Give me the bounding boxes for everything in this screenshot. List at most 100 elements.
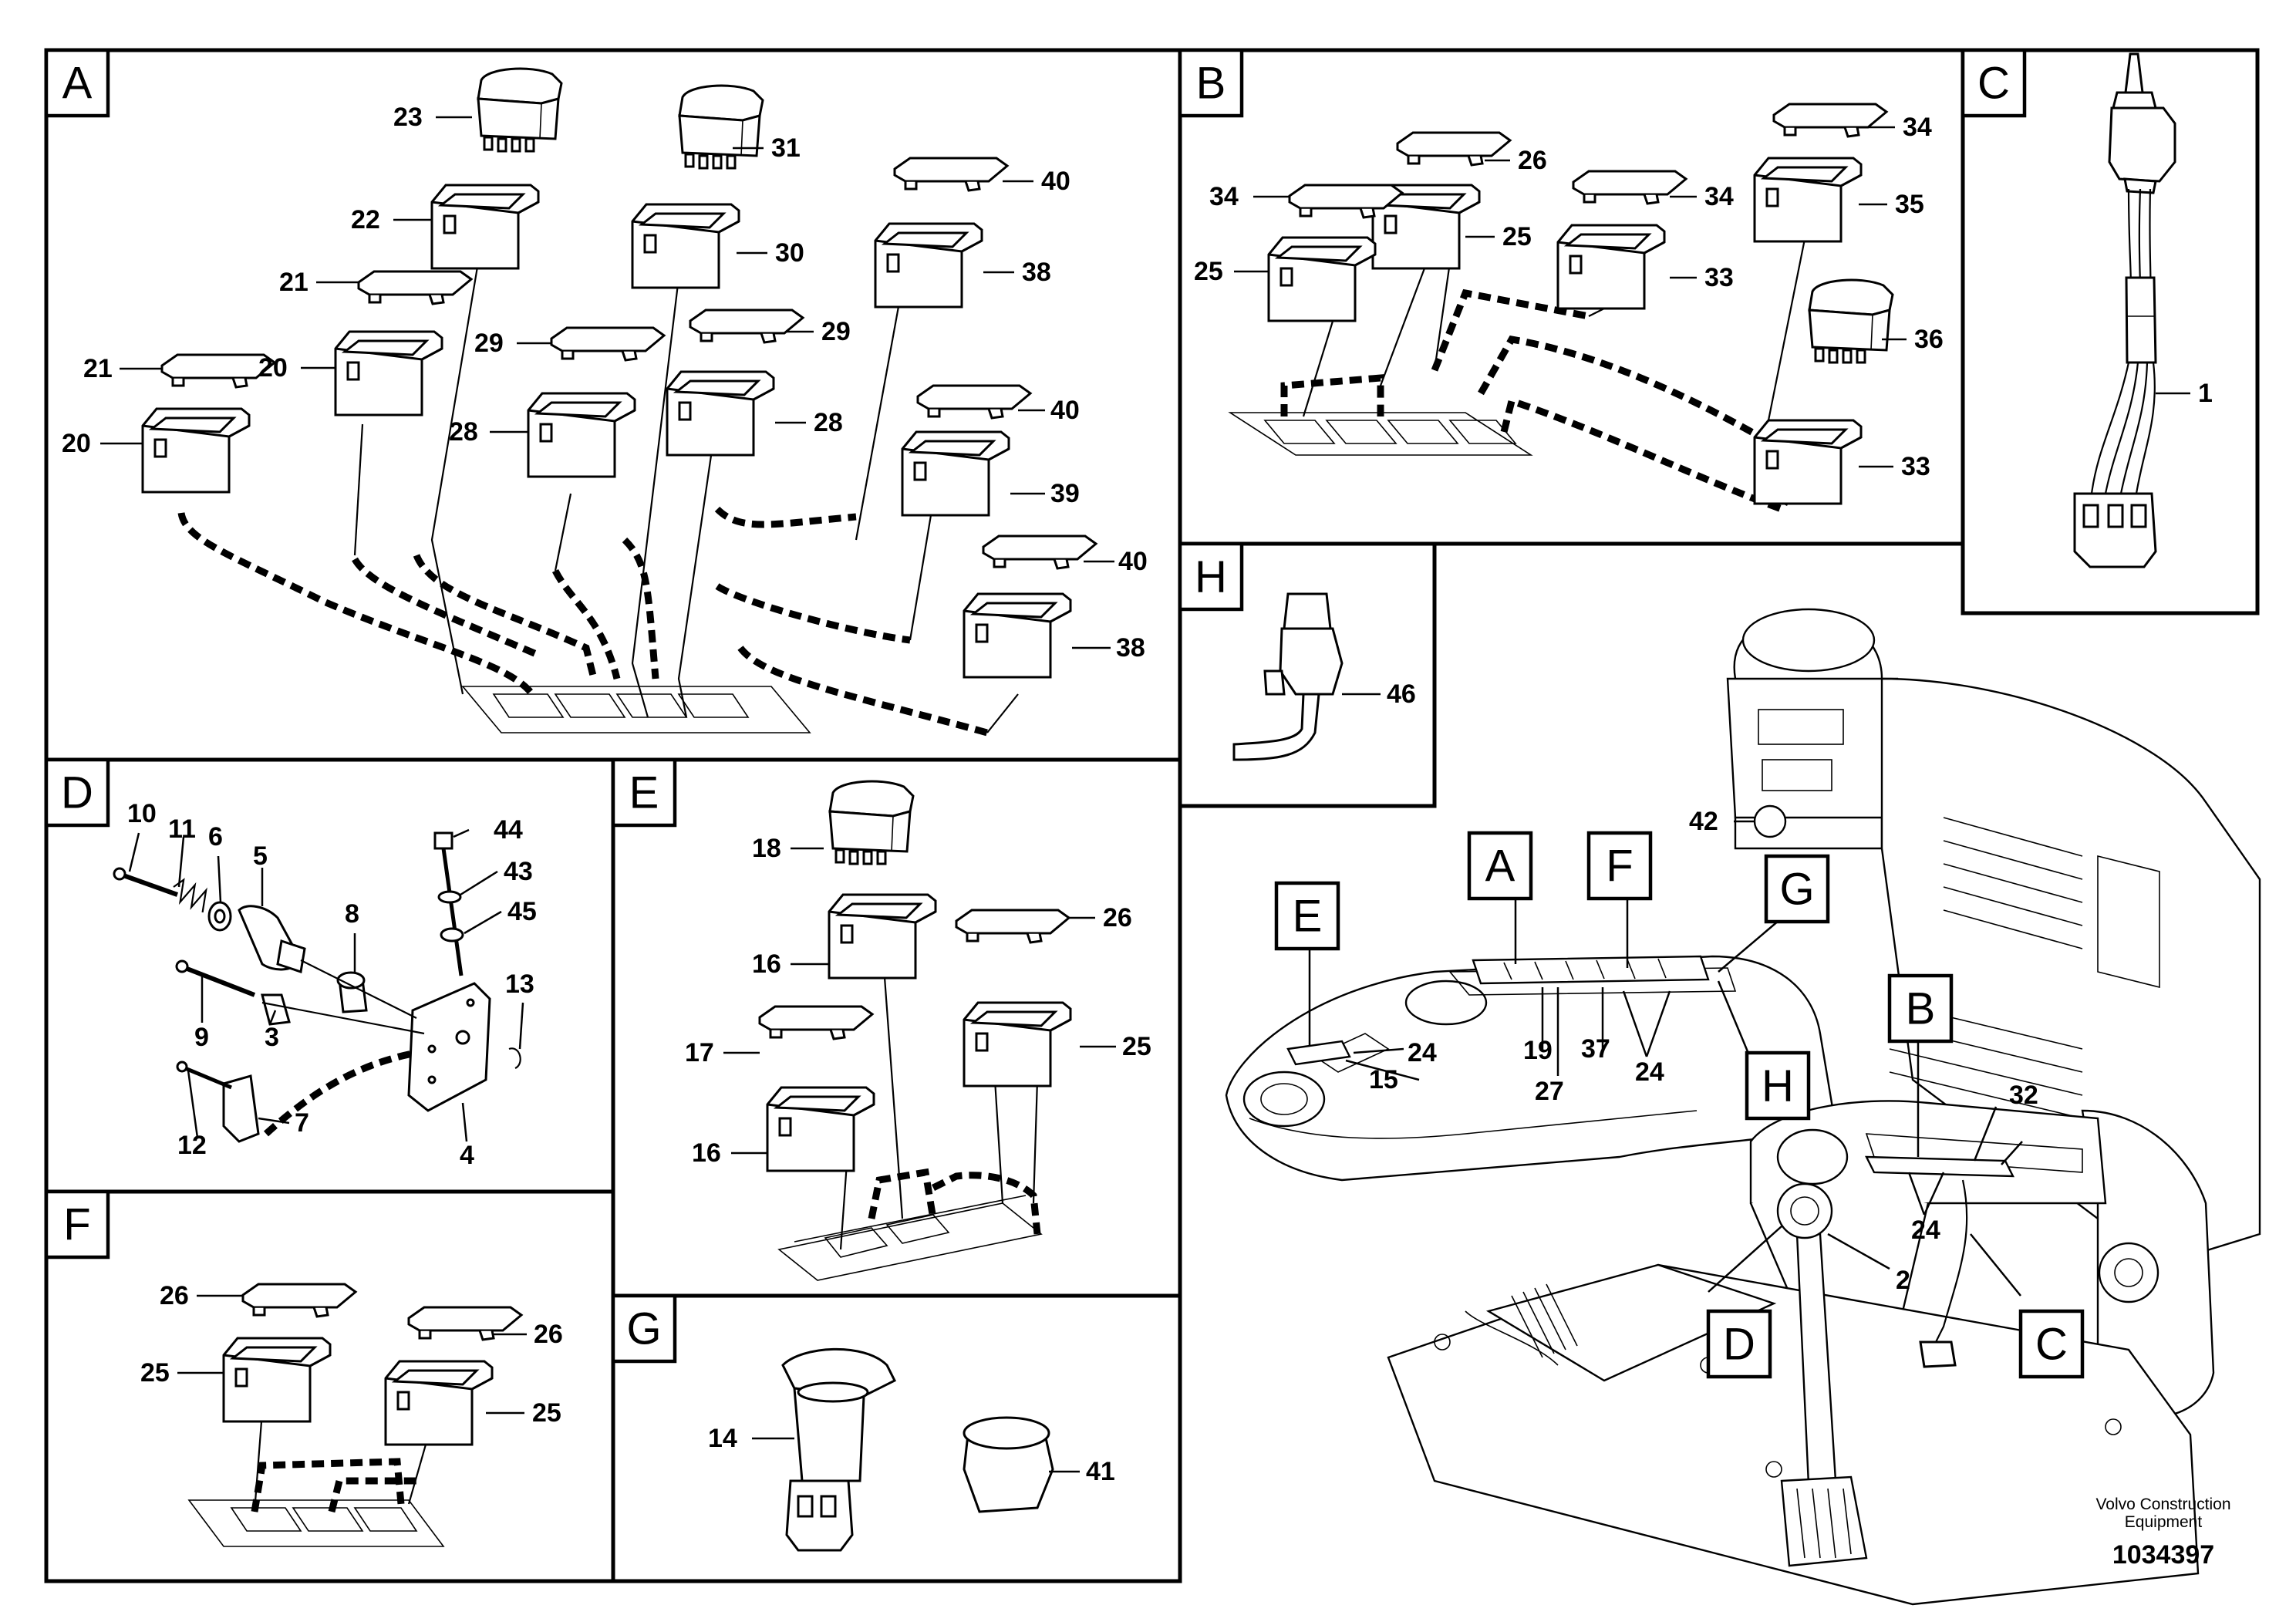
part-number-label: 34 bbox=[1209, 182, 1239, 211]
part-number-label: 28 bbox=[814, 408, 843, 437]
part-number-label: 5 bbox=[253, 841, 268, 871]
panel-F-frame bbox=[44, 1189, 615, 1583]
callout-letter: G bbox=[626, 1304, 661, 1354]
panel-G-drawing: 14 41 bbox=[708, 1347, 1115, 1552]
part-number-label: 34 bbox=[1704, 182, 1734, 211]
part-number-label: 29 bbox=[474, 329, 504, 358]
part-number-label: 25 bbox=[140, 1358, 170, 1388]
part-number-label: 26 bbox=[160, 1281, 189, 1310]
part-number-label: 24 bbox=[1635, 1057, 1664, 1087]
callout-letter: F bbox=[63, 1200, 90, 1250]
part-number-label: 38 bbox=[1116, 633, 1145, 663]
part-number-label: 4 bbox=[460, 1141, 474, 1170]
part-number-label: 12 bbox=[177, 1131, 207, 1160]
callout-letter: H bbox=[1195, 552, 1227, 602]
part-number-label: 25 bbox=[532, 1398, 561, 1428]
part-number-label: 37 bbox=[1581, 1034, 1610, 1064]
panel-D-drawing: 10 11 6 5 44 43 8 45 13 9 3 12 7 4 bbox=[113, 799, 537, 1170]
panel-E-drawing: 18 26 16 17 25 16 bbox=[685, 780, 1151, 1281]
part-number-label: 16 bbox=[752, 949, 781, 979]
part-number-label: 23 bbox=[393, 103, 423, 132]
callout-letter: D bbox=[61, 768, 93, 818]
callout-letter: A bbox=[62, 59, 93, 109]
panel-F-drawing: 26 26 25 25 bbox=[140, 1281, 563, 1547]
part-number-label: 25 bbox=[1194, 257, 1223, 286]
part-number-label: 40 bbox=[1050, 396, 1080, 425]
panel-label-H: H bbox=[1178, 541, 1244, 612]
part-number-label: 13 bbox=[505, 969, 534, 999]
panel-label-C: C bbox=[1961, 48, 2027, 118]
part-number-label: 41 bbox=[1086, 1457, 1115, 1486]
company-name-line-1: Volvo Construction bbox=[2095, 1496, 2230, 1513]
part-number-label: 20 bbox=[62, 429, 91, 458]
part-number-label: 44 bbox=[494, 815, 523, 845]
part-number-label: 31 bbox=[771, 133, 801, 163]
panel-label-D: D bbox=[44, 757, 110, 828]
part-number-label: 42 bbox=[1689, 807, 1718, 836]
panel-H-frame bbox=[1178, 541, 1437, 808]
part-number-label: 25 bbox=[1122, 1032, 1151, 1061]
part-number-label: 11 bbox=[168, 814, 196, 844]
part-number-label: 26 bbox=[1103, 903, 1132, 932]
part-number-label: 33 bbox=[1901, 452, 1930, 481]
callout-letter: A bbox=[1485, 841, 1515, 892]
part-number-label: 40 bbox=[1041, 167, 1070, 196]
callout-letter: G bbox=[1779, 865, 1814, 915]
part-number-label: 10 bbox=[127, 799, 157, 828]
part-number-label: 15 bbox=[1369, 1065, 1398, 1094]
part-number-label: 30 bbox=[775, 238, 804, 268]
part-number-label: 16 bbox=[692, 1138, 721, 1168]
company-name-line-2: Equipment bbox=[2125, 1513, 2203, 1531]
part-number-label: 34 bbox=[1903, 113, 1932, 142]
part-number-label: 26 bbox=[1518, 146, 1547, 175]
panel-label-E: E bbox=[611, 757, 677, 828]
callout-letter: C bbox=[1977, 59, 2010, 109]
part-number-label: 9 bbox=[194, 1023, 209, 1052]
panel-C-frame bbox=[1961, 48, 2260, 615]
part-number-label: 14 bbox=[708, 1424, 737, 1453]
part-number-label: 38 bbox=[1022, 258, 1051, 287]
part-number-label: 29 bbox=[821, 317, 851, 346]
part-number-label: 3 bbox=[265, 1023, 279, 1052]
callout-letter: C bbox=[2035, 1320, 2068, 1370]
part-number-label: 21 bbox=[279, 268, 308, 297]
part-number-label: 17 bbox=[685, 1038, 714, 1067]
part-number-label: 32 bbox=[2009, 1081, 2038, 1110]
part-number-label: 22 bbox=[351, 205, 380, 234]
part-number-label: 24 bbox=[1408, 1038, 1437, 1067]
part-number-label: 46 bbox=[1387, 679, 1416, 709]
part-number-label: 35 bbox=[1895, 190, 1924, 219]
part-number-label: 8 bbox=[345, 899, 359, 929]
part-number-label: 24 bbox=[1911, 1216, 1940, 1245]
part-number-label: 2 bbox=[1896, 1266, 1910, 1295]
part-number-label: 19 bbox=[1523, 1036, 1553, 1065]
part-number-label: 18 bbox=[752, 834, 781, 863]
callout-letter: E bbox=[1293, 892, 1323, 942]
part-number-label: 7 bbox=[295, 1108, 309, 1138]
panel-C-drawing: 1 bbox=[2073, 52, 2213, 568]
panel-label-G: G bbox=[611, 1293, 677, 1364]
part-number-label: 43 bbox=[504, 857, 533, 886]
part-number-label: 20 bbox=[258, 353, 288, 383]
part-number-label: 40 bbox=[1118, 547, 1148, 576]
part-number-label: 33 bbox=[1704, 263, 1734, 292]
part-number-label: 39 bbox=[1050, 479, 1080, 508]
part-number-label: 28 bbox=[449, 417, 478, 447]
part-number-label: 26 bbox=[534, 1320, 563, 1349]
part-number-label: 21 bbox=[83, 354, 113, 383]
callout-letter: B bbox=[1906, 984, 1936, 1034]
footer: Volvo Construction Equipment 1034397 bbox=[2095, 1496, 2230, 1570]
part-number-label: 25 bbox=[1502, 222, 1532, 251]
part-number-label: 6 bbox=[208, 822, 223, 851]
part-number-label: 36 bbox=[1914, 325, 1944, 354]
drawing-number: 1034397 bbox=[2112, 1540, 2214, 1570]
panel-B-drawing: 26 34 34 34 25 35 25 33 36 33 bbox=[1194, 103, 1944, 514]
cab-overview-drawing: A F G E H B D C 42 24 19 27 37 24 15 32 … bbox=[1225, 608, 2261, 1606]
part-number-label: 1 bbox=[2198, 379, 2213, 408]
part-number-label: 45 bbox=[507, 897, 537, 926]
panel-label-B: B bbox=[1178, 48, 1244, 118]
panel-G-frame bbox=[611, 1293, 1182, 1583]
panel-H-drawing: 46 bbox=[1232, 592, 1416, 761]
callout-letter: D bbox=[1723, 1320, 1755, 1370]
